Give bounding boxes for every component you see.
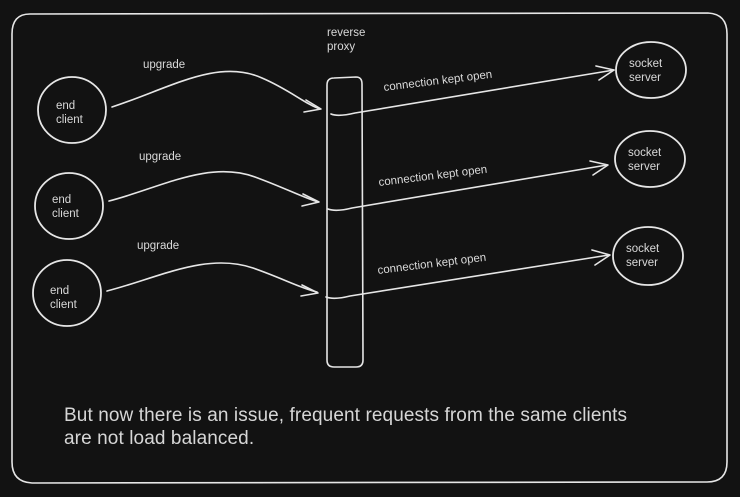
connection-arrow-1 — [330, 69, 615, 117]
connection-arrowhead-2 — [589, 160, 609, 176]
connection-label-1: connection kept open — [383, 69, 493, 94]
socket-server-node-1 — [615, 41, 687, 99]
socket-server-2-line1: socket — [628, 147, 662, 159]
upgrade-arrow-2 — [108, 170, 319, 203]
end-client-1-line1: end — [56, 100, 75, 112]
connection-arrow-3 — [325, 254, 610, 300]
upgrade-arrowhead-2 — [301, 193, 320, 207]
socket-server-node-2 — [614, 130, 686, 188]
upgrade-arrow-1 — [111, 70, 321, 110]
end-client-2-line1: end — [52, 194, 71, 206]
socket-server-3-line2: server — [626, 257, 658, 269]
upgrade-label-2: upgrade — [139, 151, 181, 163]
end-client-node-1 — [37, 76, 107, 144]
connection-arrowhead-1 — [595, 65, 615, 81]
socket-server-node-3 — [612, 226, 684, 286]
connection-arrowhead-3 — [591, 249, 611, 266]
connection-label-3: connection kept open — [377, 252, 487, 277]
upgrade-label-1: upgrade — [143, 59, 185, 71]
connection-arrow-2 — [327, 164, 608, 212]
upgrade-label-3: upgrade — [137, 240, 179, 252]
end-client-node-3 — [32, 259, 102, 327]
reverse-proxy-box — [326, 76, 364, 368]
socket-server-3-line1: socket — [626, 243, 660, 255]
end-client-2-line2: client — [52, 208, 80, 220]
socket-server-1-line1: socket — [629, 58, 663, 70]
socket-server-2-line2: server — [628, 161, 660, 173]
connection-label-2: connection kept open — [378, 164, 488, 189]
caption-line-2: are not load balanced. — [64, 428, 255, 449]
proxy-label-line2: proxy — [327, 41, 355, 53]
socket-server-1-line2: server — [629, 72, 661, 84]
end-client-1-line2: client — [56, 114, 84, 126]
end-client-3-line2: client — [50, 299, 78, 311]
proxy-label-line1: reverse — [327, 27, 365, 39]
upgrade-arrowhead-3 — [300, 284, 319, 297]
caption-line-1: But now there is an issue, frequent requ… — [64, 405, 628, 426]
upgrade-arrow-3 — [106, 262, 318, 293]
outer-frame — [11, 12, 728, 484]
end-client-3-line1: end — [50, 285, 69, 297]
upgrade-arrowhead-1 — [303, 99, 322, 113]
caption-note: But now there is an issue, frequent requ… — [64, 404, 714, 450]
end-client-node-2 — [34, 172, 104, 240]
